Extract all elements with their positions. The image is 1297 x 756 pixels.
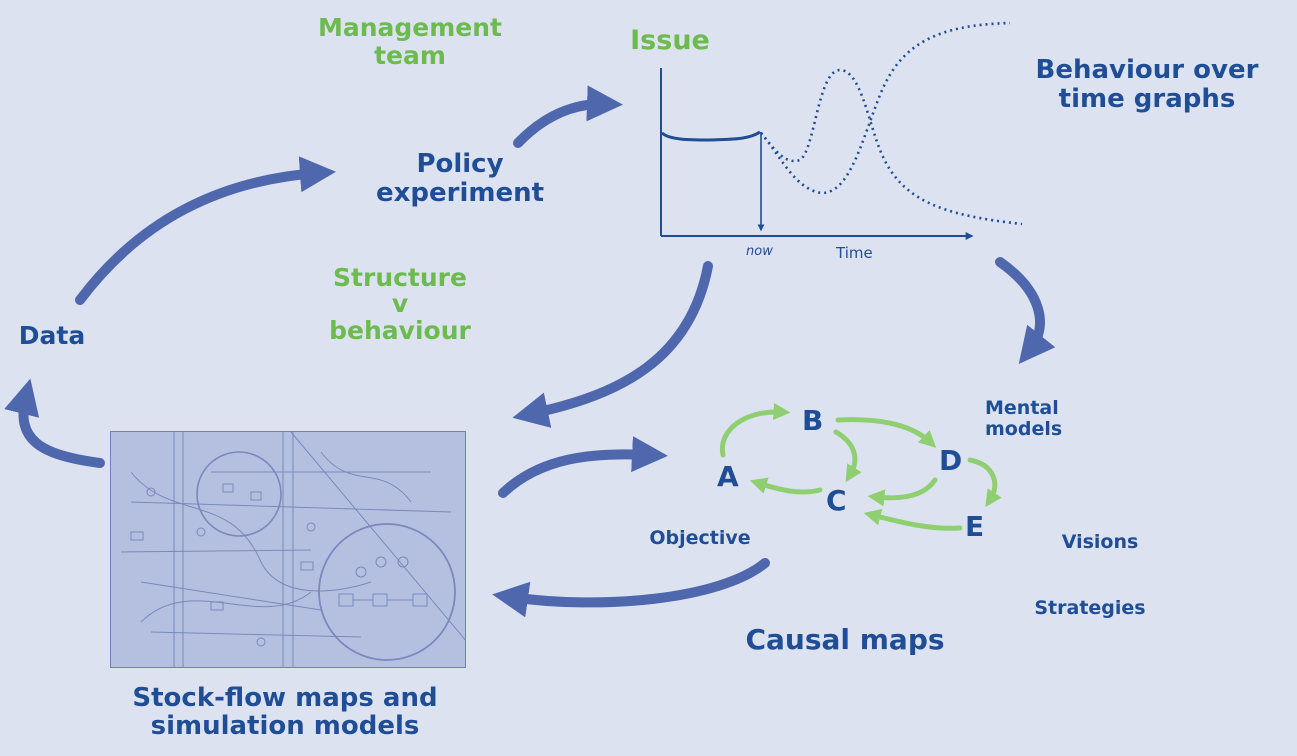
- data-label: Data: [18, 321, 86, 350]
- behaviour-over-time-label: Behaviour over time graphs: [1035, 55, 1259, 115]
- causal-arrow-a-b: [719, 403, 791, 458]
- causal-node-c: C: [826, 484, 847, 517]
- stock-flow-map-image: [110, 431, 466, 668]
- projection-line-1: [759, 68, 1023, 226]
- arrow-stockflow-to-causal: [498, 436, 668, 498]
- causal-arrow-e-c: [863, 508, 963, 531]
- mental-models-label: Mental models: [985, 397, 1063, 441]
- now-label: now: [746, 244, 773, 259]
- strategies-label: Strategies: [1034, 597, 1146, 619]
- causal-arrow-d-c: [867, 477, 938, 507]
- causal-arrow-d-e: [967, 457, 1002, 508]
- arrow-graph-to-stockflow: [512, 261, 713, 428]
- time-label: Time: [836, 244, 873, 262]
- causal-arrow-b-d: [835, 417, 937, 448]
- causal-map: [719, 403, 1002, 531]
- management-team-label: Management team: [317, 13, 503, 70]
- causal-node-e: E: [965, 510, 985, 543]
- causal-node-d: D: [939, 444, 963, 477]
- visions-label: Visions: [1061, 531, 1139, 553]
- policy-experiment-label: Policy experiment: [375, 149, 545, 209]
- causal-arrow-b-c: [833, 429, 862, 483]
- arrow-causal-to-stockflow: [492, 558, 770, 618]
- arrow-graph-to-mental-models: [995, 257, 1056, 365]
- structure-v-behaviour-label: Structure v behaviour: [329, 263, 471, 345]
- objective-label: Objective: [649, 527, 751, 549]
- stock-flow-sketch: [120, 432, 465, 667]
- causal-node-a: A: [717, 460, 739, 493]
- historic-line: [661, 130, 761, 142]
- stock-flow-label: Stock-flow maps and simulation models: [132, 683, 438, 742]
- causal-maps-label: Causal maps: [745, 623, 945, 656]
- causal-node-b: B: [802, 404, 824, 437]
- projection-line-2: [760, 21, 1011, 195]
- arrow-data-to-policy: [75, 156, 336, 305]
- behaviour-graph: [660, 21, 1023, 240]
- arrow-policy-to-issue: [513, 85, 623, 148]
- arrow-stockflow-to-data: [4, 378, 105, 468]
- causal-arrow-c-a: [749, 477, 823, 495]
- issue-label: Issue: [630, 25, 710, 56]
